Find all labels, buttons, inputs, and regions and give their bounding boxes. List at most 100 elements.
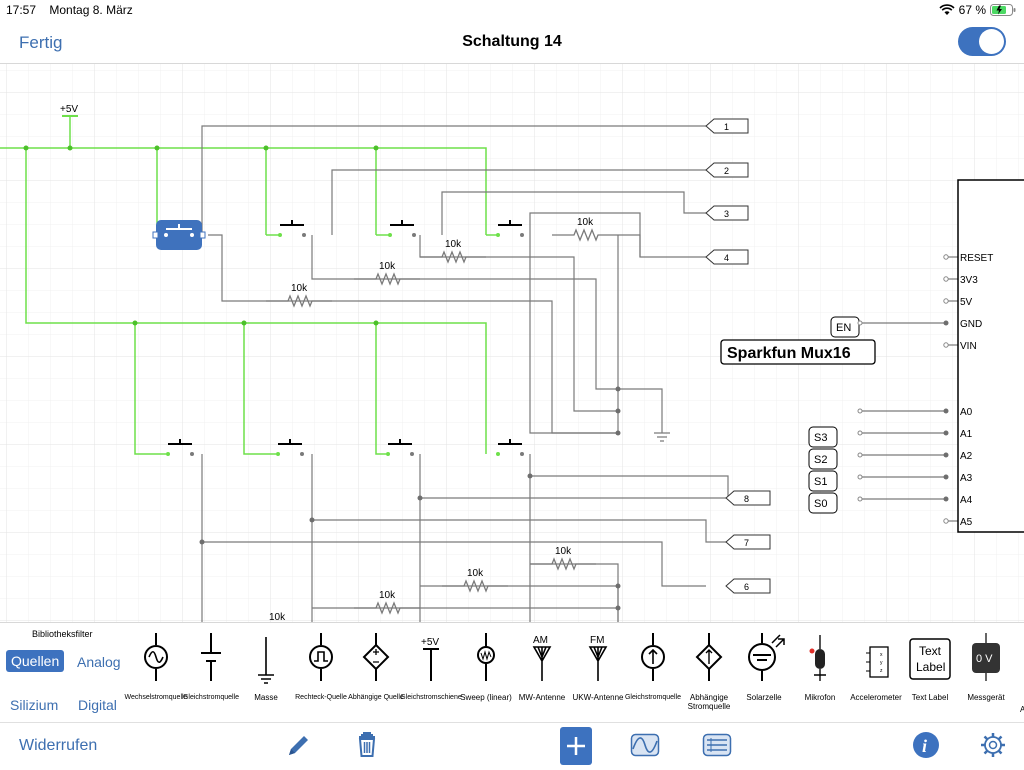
component-meter[interactable]: 0 V Messgerät bbox=[958, 631, 1014, 721]
accelerometer-icon: xyz bbox=[866, 646, 889, 678]
svg-text:S1: S1 bbox=[814, 476, 827, 488]
port-1: 1 bbox=[705, 118, 749, 134]
tag-s3: S3 bbox=[808, 426, 838, 448]
plus-icon bbox=[567, 737, 585, 755]
microphone-icon bbox=[809, 635, 826, 681]
pencil-icon[interactable] bbox=[285, 731, 311, 759]
add-component-button[interactable] bbox=[560, 727, 592, 765]
status-bar: 17:57 Montag 8. März 67 % bbox=[0, 0, 1024, 20]
svg-text:7: 7 bbox=[744, 538, 749, 548]
svg-text:A1: A1 bbox=[960, 429, 973, 440]
am-antenna-icon: AM bbox=[532, 635, 552, 681]
svg-text:+5V: +5V bbox=[421, 637, 439, 648]
filter-silicon[interactable]: Silizium bbox=[10, 697, 59, 713]
done-button[interactable]: Fertig bbox=[19, 33, 63, 52]
mux-chip[interactable]: RESET 3V3 5V GND VIN A0 A1 A2 A3 A4 A5 bbox=[943, 179, 1024, 533]
ground-symbol bbox=[654, 432, 670, 442]
port-tags[interactable]: 1 2 3 4 8 7 6 bbox=[705, 118, 771, 594]
dependent-current-source-icon bbox=[695, 633, 723, 681]
tag-s2: S2 bbox=[808, 448, 838, 470]
resistors[interactable] bbox=[266, 228, 618, 615]
svg-text:A0: A0 bbox=[960, 407, 973, 418]
svg-text:3: 3 bbox=[724, 209, 729, 219]
settings-gear-icon[interactable] bbox=[979, 731, 1007, 759]
svg-text:10k: 10k bbox=[555, 546, 572, 557]
filter-analog[interactable]: Analog bbox=[77, 654, 121, 670]
mode-toggle[interactable] bbox=[958, 27, 1006, 56]
port-7: 7 bbox=[725, 534, 771, 550]
filter-digital[interactable]: Digital bbox=[78, 697, 117, 713]
net-tags[interactable]: EN S3 S2 S1 S0 bbox=[808, 316, 860, 514]
svg-text:z: z bbox=[880, 668, 883, 674]
oscilloscope-icon[interactable] bbox=[630, 731, 660, 759]
dependent-source-icon bbox=[362, 633, 390, 681]
filter-sources[interactable]: Quellen bbox=[6, 650, 65, 672]
component-dc-source[interactable]: Gleichstromquelle bbox=[183, 631, 239, 721]
list-icon[interactable] bbox=[702, 731, 732, 759]
tag-pin-dots bbox=[857, 320, 863, 502]
svg-text:A2: A2 bbox=[960, 451, 973, 462]
resistor-labels: 10k 10k 10k 10k 10k 10k 10k 10k bbox=[269, 217, 594, 622]
svg-text:0 V: 0 V bbox=[976, 653, 993, 665]
svg-text:3V3: 3V3 bbox=[960, 275, 978, 286]
svg-text:10k: 10k bbox=[379, 261, 396, 272]
battery-icon bbox=[990, 4, 1016, 16]
svg-text:S3: S3 bbox=[814, 432, 827, 444]
component-dependent-current-source[interactable]: Abhängige Stromquelle bbox=[681, 631, 737, 721]
undo-button[interactable]: Widerrufen bbox=[19, 737, 98, 754]
live-wires bbox=[0, 116, 498, 455]
tag-s1: S1 bbox=[808, 470, 838, 492]
supply-rail: +5V bbox=[60, 104, 78, 117]
signal-wires bbox=[201, 125, 958, 622]
svg-text:4: 4 bbox=[724, 253, 729, 263]
switch-contacts bbox=[166, 233, 500, 456]
component-sweep[interactable]: Sweep (linear) bbox=[458, 631, 514, 721]
navigation-bar: Fertig Schaltung 14 bbox=[0, 20, 1024, 64]
component-solar-cell[interactable]: Solarzelle bbox=[736, 631, 792, 721]
ac-source-icon bbox=[144, 633, 168, 681]
ground-icon bbox=[258, 637, 274, 684]
port-2: 2 bbox=[705, 162, 749, 178]
library-filter-title: Bibliotheksfilter bbox=[32, 629, 93, 639]
svg-text:S0: S0 bbox=[814, 498, 827, 510]
circuit-canvas[interactable]: +5V 10k 10k 10k 10k 10k 10k 10k 10k bbox=[0, 64, 1024, 622]
page-title: Schaltung 14 bbox=[462, 33, 562, 50]
component-ground[interactable]: Masse bbox=[238, 631, 294, 721]
module-label[interactable]: Sparkfun Mux16 bbox=[720, 339, 876, 365]
component-ac-source[interactable]: Wechselstromquelle bbox=[125, 631, 187, 721]
svg-text:10k: 10k bbox=[379, 590, 396, 601]
status-date: Montag 8. März bbox=[49, 3, 133, 17]
port-6: 6 bbox=[725, 578, 771, 594]
svg-text:A5: A5 bbox=[960, 517, 973, 528]
svg-text:8: 8 bbox=[744, 494, 749, 504]
component-fm-antenna[interactable]: FM UKW-Antenne bbox=[570, 631, 626, 721]
component-current-source[interactable]: Gleichstromquelle bbox=[625, 631, 681, 721]
trash-icon[interactable] bbox=[355, 731, 379, 759]
component-partial[interactable]: A bbox=[1020, 705, 1024, 714]
info-icon[interactable]: i bbox=[912, 731, 940, 759]
wire-junctions bbox=[199, 320, 949, 611]
svg-text:A4: A4 bbox=[960, 495, 973, 506]
svg-text:10k: 10k bbox=[467, 568, 484, 579]
component-square-source[interactable]: Rechteck-Quelle bbox=[293, 631, 349, 721]
bottom-toolbar: Widerrufen i bbox=[0, 722, 1024, 768]
svg-text:VIN: VIN bbox=[960, 341, 977, 352]
component-microphone[interactable]: Mikrofon bbox=[792, 631, 848, 721]
svg-text:FM: FM bbox=[590, 635, 604, 646]
button-switches[interactable] bbox=[168, 220, 522, 445]
component-am-antenna[interactable]: AM MW-Antenne bbox=[514, 631, 570, 721]
svg-text:x: x bbox=[880, 652, 883, 658]
component-dependent-source[interactable]: Abhängige Quelle bbox=[348, 631, 404, 721]
component-dc-rail[interactable]: +5V Gleichstromschiene bbox=[400, 631, 461, 721]
svg-text:A3: A3 bbox=[960, 473, 973, 484]
supply-label: +5V bbox=[60, 104, 78, 115]
meter-icon: 0 V bbox=[972, 633, 1000, 681]
svg-text:6: 6 bbox=[744, 582, 749, 592]
selected-switch[interactable] bbox=[152, 220, 206, 250]
square-source-icon bbox=[309, 633, 333, 681]
svg-text:Sparkfun Mux16: Sparkfun Mux16 bbox=[727, 345, 851, 362]
tag-en: EN bbox=[830, 316, 860, 338]
